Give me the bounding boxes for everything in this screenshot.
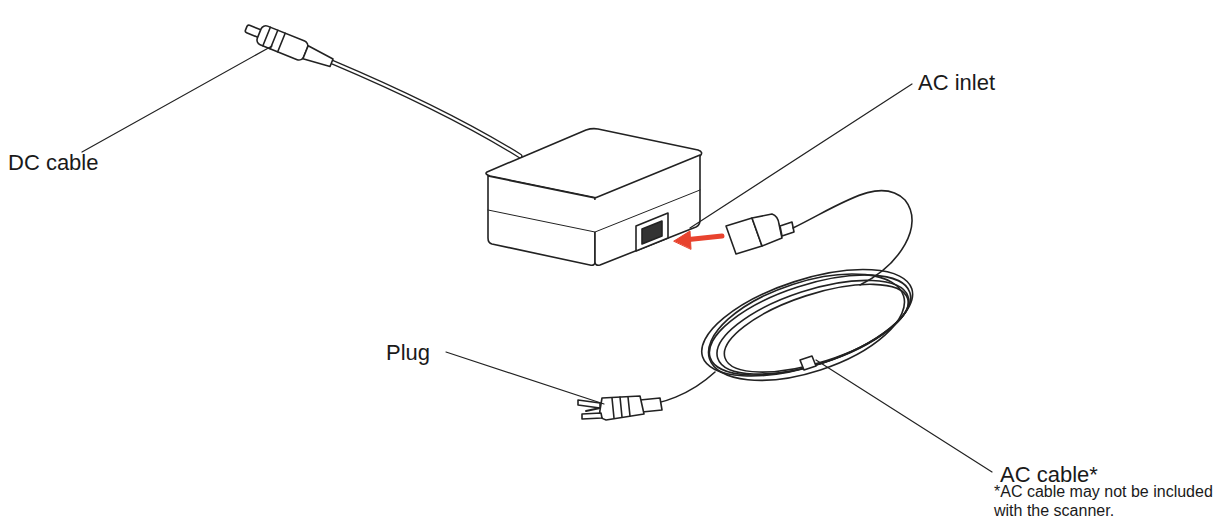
ac-cable [640, 191, 927, 405]
footnote: *AC cable may not be included with the s… [994, 482, 1222, 520]
insert-arrow [674, 231, 722, 249]
dc-cable [332, 62, 520, 156]
part-label: DC cable [8, 150, 98, 176]
leader-lines [82, 46, 992, 472]
dc-connector [242, 19, 335, 72]
adapter-body [486, 129, 702, 266]
part-label: AC inlet [918, 70, 995, 96]
ac-connector [726, 214, 794, 254]
ac-inlet [636, 213, 668, 251]
part-label: Plug [386, 340, 430, 366]
